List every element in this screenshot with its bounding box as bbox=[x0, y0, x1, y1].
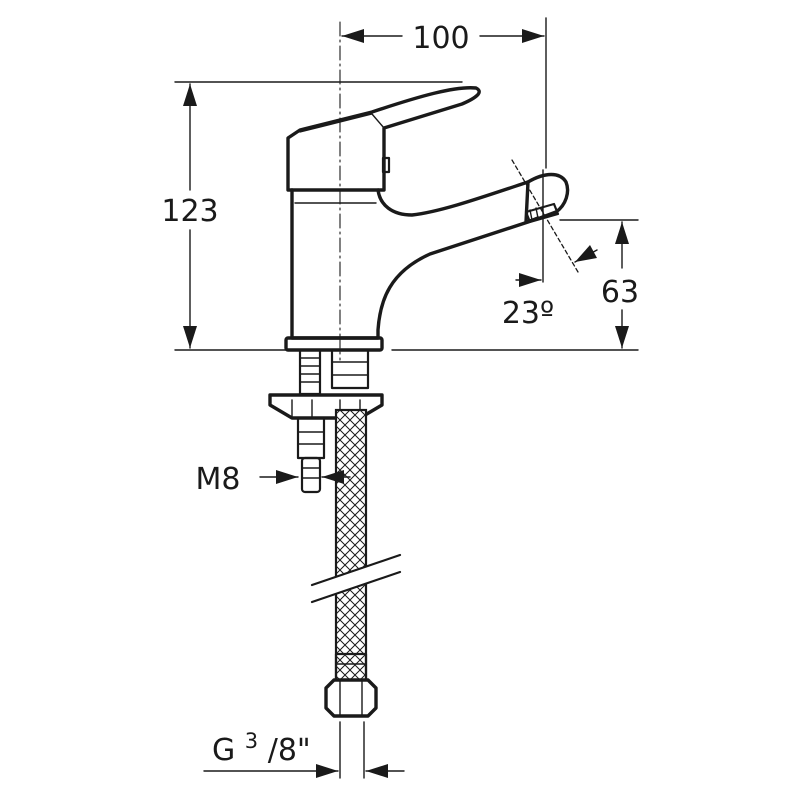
dimension-connection-label: G 3 /8" bbox=[212, 721, 311, 768]
dimension-spout-height-label: 63 bbox=[601, 275, 639, 310]
spout-axis-dashed bbox=[511, 159, 579, 273]
mounting-stud bbox=[298, 348, 322, 396]
connection-suffix: /8" bbox=[268, 733, 311, 768]
hose-nut-bottom bbox=[324, 652, 378, 718]
dimension-height-label: 123 bbox=[161, 194, 218, 229]
dimension-width-label: 100 bbox=[412, 21, 469, 56]
connection-prefix: G bbox=[212, 733, 235, 768]
flex-hose bbox=[334, 408, 368, 682]
dimension-width: 100 bbox=[341, 17, 547, 169]
dimension-connection: G 3 /8" bbox=[203, 721, 405, 779]
connection-sup: 3 bbox=[245, 729, 258, 753]
dimension-height: 123 bbox=[161, 81, 463, 351]
dimension-spout-height: 63 bbox=[391, 219, 639, 351]
hose-break-lines bbox=[310, 553, 402, 604]
dimension-spout-angle-label: 23º bbox=[502, 296, 554, 331]
dimension-spout-angle: 23º bbox=[502, 169, 598, 331]
dimension-thread-label: M8 bbox=[196, 462, 241, 497]
flex-hose-connector-top bbox=[330, 348, 370, 390]
threaded-rod bbox=[296, 416, 326, 494]
dimension-thread: M8 bbox=[196, 462, 351, 497]
